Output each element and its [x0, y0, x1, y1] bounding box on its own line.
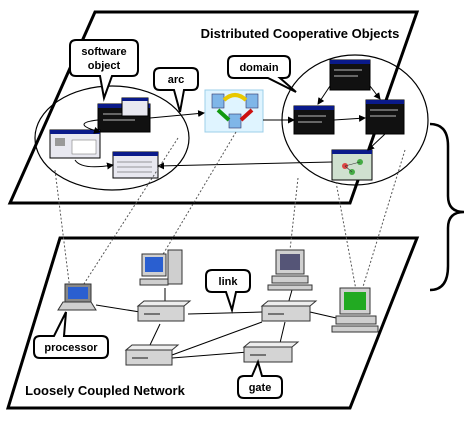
arrow-left-to-arc — [149, 110, 205, 119]
left-domain-circle — [34, 85, 190, 191]
software-object-window-bottom — [112, 151, 159, 179]
upper-plane-title: Distributed Cooperative Objects — [201, 26, 400, 41]
mapping-line-6 — [361, 149, 406, 291]
processor-laptop — [57, 283, 97, 311]
arc-label: arc — [168, 74, 185, 86]
processor-label: processor — [44, 342, 98, 354]
software-object-window-small — [121, 97, 149, 117]
arrow-domain-top-to-left — [317, 85, 331, 105]
workstation-green — [331, 287, 379, 333]
mapping-line-3 — [161, 131, 237, 257]
gate-device — [242, 341, 300, 363]
gate-label: gate — [249, 382, 272, 394]
mapping-line-4 — [289, 177, 299, 251]
link-label: link — [219, 276, 239, 288]
mapping-line-1 — [54, 169, 71, 291]
arc-callout: arc — [153, 67, 199, 113]
arrow-left-to-bottom — [74, 159, 114, 170]
software-object-window-left — [49, 129, 101, 159]
curly-brace — [429, 122, 465, 292]
processor-callout: processor — [33, 311, 109, 359]
arc-component — [204, 89, 264, 133]
software-object-label-line2: object — [88, 60, 121, 72]
router-1 — [136, 300, 192, 322]
router-3 — [124, 344, 180, 366]
router-2 — [260, 300, 318, 322]
link-callout: link — [205, 269, 251, 314]
arrow-main-to-left — [83, 119, 101, 134]
domain-callout: domain — [227, 55, 297, 93]
arrow-domain-top-to-right — [369, 85, 381, 100]
arrow-right-to-left — [157, 161, 333, 170]
desktop-computer-blue — [139, 249, 183, 286]
network-plane — [5, 236, 420, 410]
lower-plane-title: Loosely Coupled Network — [25, 383, 185, 398]
domain-window-right — [365, 99, 405, 135]
domain-window-top — [329, 59, 371, 91]
gate-callout: gate — [237, 359, 283, 399]
domain-window-bottom — [331, 149, 373, 181]
arrow-domain-left-to-right — [333, 114, 366, 122]
domain-label: domain — [239, 62, 278, 74]
arrow-domain-right-to-bottom — [367, 133, 386, 151]
desktop-computer-gray — [267, 249, 313, 291]
domain-window-left — [293, 105, 335, 135]
software-object-callout: software object — [69, 39, 139, 102]
software-object-label-line1: software — [81, 46, 126, 58]
